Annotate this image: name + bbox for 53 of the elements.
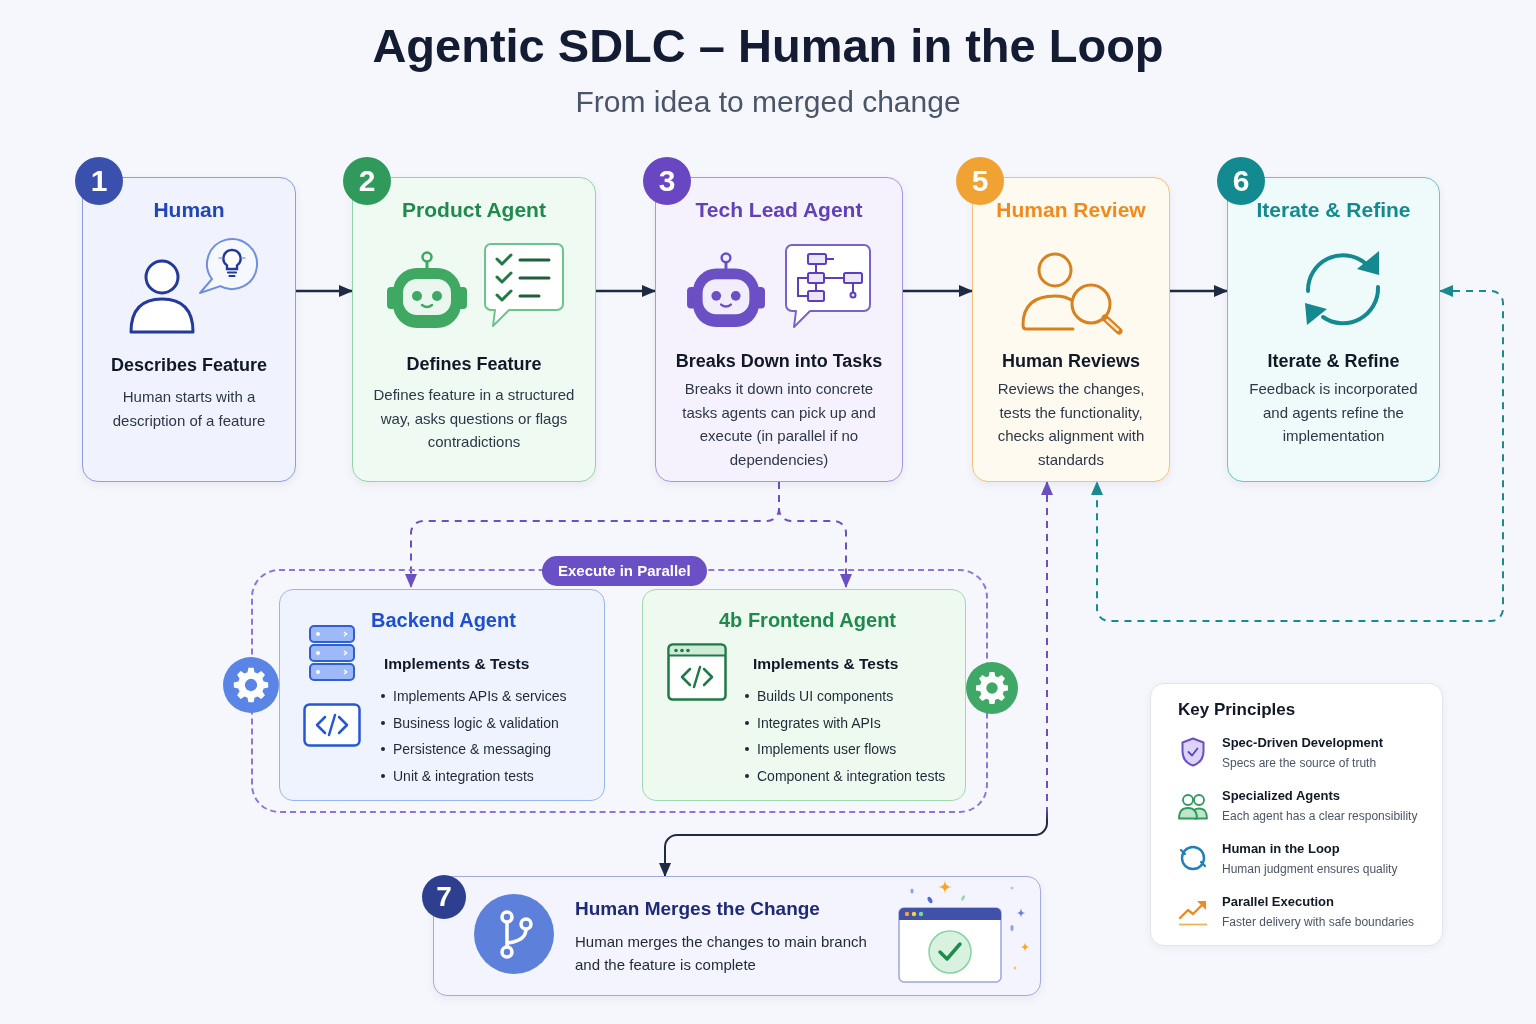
list-item: Business logic & validation: [380, 713, 559, 732]
card-title: Human Merges the Change: [575, 897, 820, 921]
agent-card: [642, 589, 966, 801]
principle-title: Spec-Driven Development: [1222, 735, 1384, 751]
list-item: Persistence & messaging: [380, 740, 551, 758]
card-description: Human merges the changes to main branch and the feature is complete: [575, 932, 868, 975]
card-title: Human: [153, 197, 225, 223]
principle-title: Human in the Loop: [1222, 841, 1340, 857]
card-description: Human starts with a description of a feature: [111, 387, 267, 431]
card-subtitle: Breaks Down into Tasks: [675, 350, 883, 373]
diagram-title: Agentic SDLC – Human in the Loop: [372, 18, 1164, 74]
arrow: [596, 285, 656, 297]
card-description: Defines feature in a structured way, asks questions or flags contradictions: [372, 385, 576, 452]
arrow: [903, 285, 973, 297]
arrow: [659, 481, 1053, 877]
principle-description: Human judgment ensures quality: [1222, 861, 1398, 877]
principle-title: Parallel Execution: [1222, 894, 1334, 910]
step-number: 1: [75, 157, 123, 205]
principle-title: Specialized Agents: [1222, 788, 1340, 804]
list-item: Unit & integration tests: [380, 766, 534, 785]
arrow: [1170, 285, 1228, 297]
card-subtitle: Defines Feature: [406, 353, 542, 376]
agent-card: [279, 589, 605, 801]
list-item: Integrates with APIs: [744, 713, 881, 732]
card-subtitle: Implements & Tests: [384, 654, 530, 674]
card-title: Tech Lead Agent: [695, 197, 863, 223]
list-item: Builds UI components: [744, 687, 894, 705]
card-subtitle: Describes Feature: [110, 354, 268, 377]
card-title: Backend Agent: [371, 608, 516, 633]
card-title: 4b Frontend Agent: [719, 608, 897, 633]
principles-panel: [1150, 683, 1443, 946]
step-number: 3: [643, 157, 691, 205]
arrow: [778, 481, 852, 588]
arrow: [296, 285, 353, 297]
step-number: 2: [343, 157, 391, 205]
card-title: Product Agent: [402, 197, 546, 223]
card-description: Breaks it down into concrete tasks agents can pick up and execute (in parallel if no dependencies): [681, 379, 877, 470]
principle-description: Faster delivery with safe boundaries: [1222, 914, 1415, 930]
card-subtitle: Iterate & Refine: [1267, 350, 1400, 373]
card-subtitle: Implements & Tests: [753, 654, 899, 674]
step-number: 7: [422, 875, 466, 919]
card-description: Feedback is incorporated and agents refine the implementation: [1248, 379, 1419, 446]
diagram-subtitle: From idea to merged change: [575, 84, 961, 120]
list-item: Implements APIs & services: [380, 687, 567, 705]
list-item: Component & integration tests: [744, 766, 946, 785]
list-item: Implements user flows: [744, 740, 897, 758]
arrow: [1091, 285, 1504, 622]
card-subtitle: Human Reviews: [1001, 350, 1141, 373]
principle-description: Specs are the source of truth: [1222, 755, 1377, 771]
panel-title: Key Principles: [1178, 699, 1296, 721]
group-label: Execute in Parallel: [542, 556, 707, 586]
principle-description: Each agent has a clear responsibility: [1222, 808, 1418, 824]
card-description: Reviews the changes, tests the functionality, checks alignment with standards: [996, 379, 1146, 470]
